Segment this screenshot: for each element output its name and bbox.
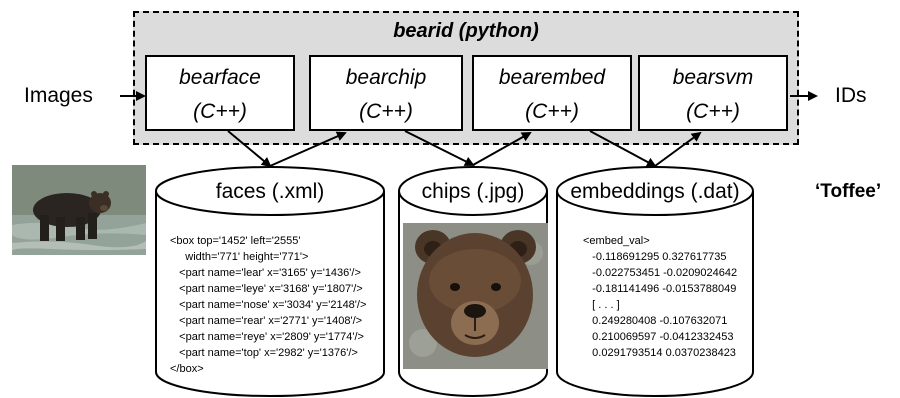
embedding-line: <embed_val> xyxy=(583,235,650,247)
database-title-chips: chips (.jpg) xyxy=(421,180,525,203)
arrow-bearchip-to-chips xyxy=(404,130,475,166)
xml-line: <part name='top' x='2982' y='1376'/> xyxy=(170,347,358,359)
arrow-bearembed-to-embeddings xyxy=(589,130,657,167)
embedding-line: -0.022753451 -0.0209024642 xyxy=(583,267,738,279)
arrow-embeddings-to-bearsvm xyxy=(654,131,702,167)
module-language: (C++) xyxy=(193,100,247,123)
database-faces xyxy=(155,166,385,397)
module-bearsvm: bearsvm (C++) xyxy=(638,55,788,131)
module-name: bearsvm xyxy=(672,66,754,89)
module-bearface: bearface (C++) xyxy=(145,55,295,131)
xml-line: width='771' height='771'> xyxy=(170,251,309,263)
faces-xml-content: <box top='1452' left='2555' width='771' … xyxy=(170,233,366,377)
database-embeddings xyxy=(556,166,754,397)
output-label: IDs xyxy=(835,84,867,107)
arrow-bearface-to-faces xyxy=(227,130,272,168)
module-bearembed: bearembed (C++) xyxy=(472,55,632,131)
arrow-chips-to-bearembed xyxy=(472,132,532,166)
module-language: (C++) xyxy=(686,100,740,123)
embedding-line: 0.249280408 -0.107632071 xyxy=(583,315,728,327)
database-title-faces: faces (.xml) xyxy=(215,180,325,203)
bear-name-label: ‘Toffee’ xyxy=(815,181,882,202)
database-title-embeddings: embeddings (.dat) xyxy=(570,180,740,203)
input-label: Images xyxy=(24,84,93,107)
xml-line: <box top='1452' left='2555' xyxy=(170,235,301,247)
arrow-faces-to-bearchip xyxy=(269,131,347,167)
embedding-line: -0.181141496 -0.0153788049 xyxy=(583,283,737,295)
xml-line: <part name='nose' x='3034' y='2148'/> xyxy=(170,299,367,311)
xml-line: <part name='rear' x='2771' y='1408'/> xyxy=(170,315,363,327)
pipeline-title: bearid (python) xyxy=(393,20,539,42)
module-name: bearface xyxy=(179,66,261,89)
xml-line: <part name='reye' x='2809' y='1774'/> xyxy=(170,331,364,343)
bear-photo-image xyxy=(12,165,146,255)
module-bearchip: bearchip (C++) xyxy=(309,55,463,131)
module-language: (C++) xyxy=(359,100,413,123)
embedding-line: -0.118691295 0.327617735 xyxy=(583,251,727,263)
xml-line: <part name='leye' x='3168' y='1807'/> xyxy=(170,283,363,295)
embeddings-dat-content: <embed_val> -0.118691295 0.327617735 -0.… xyxy=(583,233,737,361)
module-name: bearchip xyxy=(345,66,427,89)
embedding-line: 0.0291793514 0.0370238423 xyxy=(583,347,736,359)
bear-chip-image xyxy=(403,223,548,369)
module-language: (C++) xyxy=(525,100,579,123)
embedding-line: 0.210069597 -0.0412332453 xyxy=(583,331,734,343)
module-name: bearembed xyxy=(498,66,606,89)
xml-line: <part name='lear' x='3165' y='1436'/> xyxy=(170,267,361,279)
xml-line: </box> xyxy=(170,363,204,375)
embedding-line: [ . . . ] xyxy=(583,299,620,311)
